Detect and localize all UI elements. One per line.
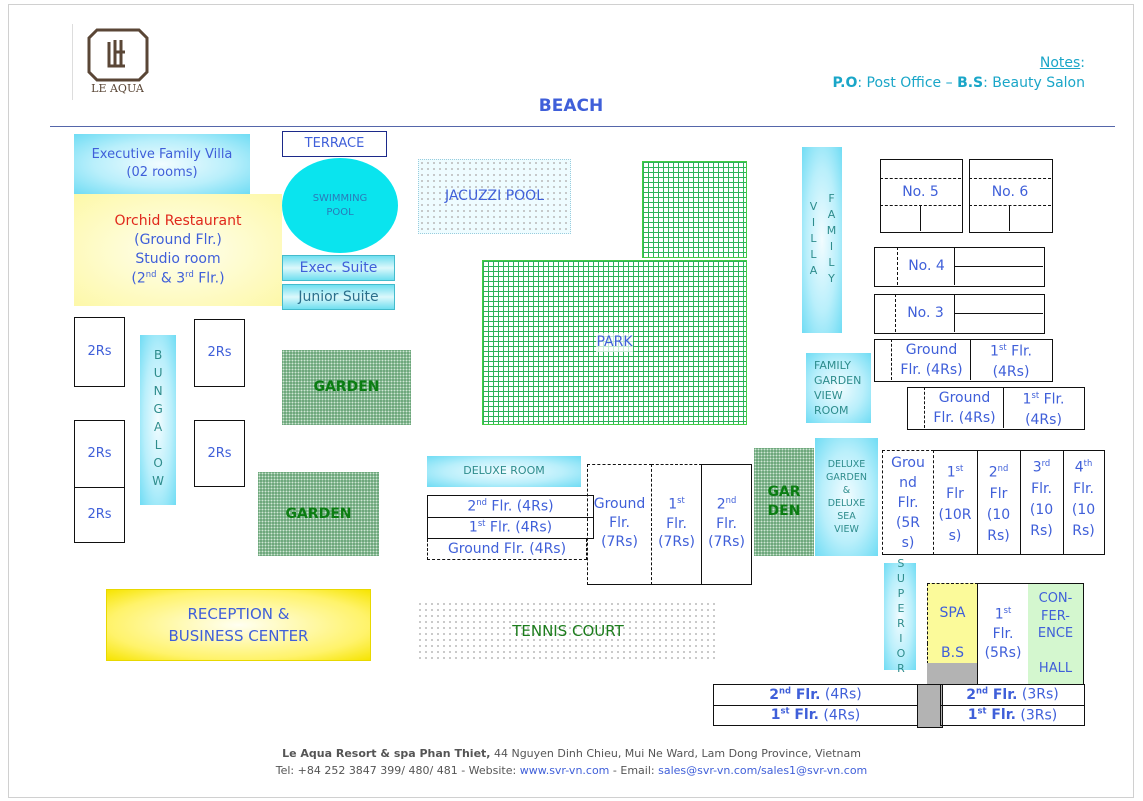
logo-text: LE AQUA [91, 81, 144, 95]
no4-label: No. 4 [897, 247, 955, 285]
bungalow-2rs[interactable]: 2Rs [194, 420, 245, 487]
bungalow-2rs[interactable]: 2Rs [74, 487, 125, 543]
restaurant-label: Orchid Restaurant [114, 212, 242, 229]
family-villa-label: FAMILY VILLA [807, 192, 838, 288]
swimming-pool[interactable]: SWIMMING POOL [282, 158, 398, 253]
exec-suite[interactable]: Exec. Suite [282, 255, 395, 281]
villa-no3[interactable]: No. 3 [874, 294, 1045, 334]
executive-family-villa[interactable]: Executive Family Villa (02 rooms) [74, 134, 250, 194]
footer-name: Le Aqua Resort & spa Phan Thiet, [282, 747, 491, 760]
deluxe-room[interactable]: DELUXE ROOM [427, 456, 581, 487]
villa-no5[interactable]: No. 5 [880, 159, 963, 233]
logo: LE AQUA [72, 24, 162, 100]
bungalow-2rs[interactable]: 2Rs [194, 319, 245, 387]
deluxe-1st-floor[interactable]: 1st Flr. (4Rs) [427, 517, 594, 539]
tennis-court[interactable]: TENNIS COURT [417, 601, 719, 661]
spa[interactable]: SPA [927, 583, 978, 644]
logo-emblem-icon [87, 28, 148, 82]
bottom-left-1st-floor[interactable]: 1st Flr. (4Rs) [713, 705, 918, 726]
exec-villa-rooms: (02 rooms) [126, 165, 198, 180]
deluxe-ground-floor[interactable]: Ground Flr. (4Rs) [427, 539, 587, 560]
gray-block [917, 684, 943, 728]
beach-label: BEACH [538, 95, 604, 116]
bungalow-2rs[interactable]: 2Rs [74, 420, 125, 488]
page-border [8, 4, 1134, 798]
bungalow-2rs[interactable]: 2Rs [74, 317, 125, 387]
no5-label: No. 5 [880, 178, 961, 206]
park[interactable]: PARK [482, 260, 747, 425]
first-floor-4rs: 1st Flr.(4Rs) [970, 339, 1051, 380]
studio-label: Studio room [135, 250, 221, 267]
po-text: : Post Office – [857, 75, 958, 91]
pool-label-1: SWIMMING [312, 192, 368, 204]
no6-label: No. 6 [969, 178, 1051, 206]
bs-abbr: B.S [957, 75, 984, 91]
footer-address: 44 Nguyen Dinh Chieu, Mui Ne Ward, Lam D… [490, 747, 861, 760]
bottom-right-1st-floor[interactable]: 1st Flr. (3Rs) [940, 705, 1085, 726]
jacuzzi-pool[interactable]: JACUZZI POOL [418, 159, 571, 234]
notes-colon: : [1080, 55, 1085, 71]
po-abbr: P.O [832, 75, 858, 91]
no3-label: No. 3 [895, 294, 955, 332]
pool-label-2: POOL [326, 206, 354, 218]
junior-suite[interactable]: Junior Suite [282, 284, 395, 310]
bungalow[interactable]: BUNGALOW [140, 335, 176, 505]
notes-label: Notes [1039, 55, 1081, 71]
beach-line [50, 126, 1115, 127]
superior-label: SUPERIOR [894, 556, 908, 677]
exec-villa-label: Executive Family Villa [91, 147, 233, 163]
garden[interactable]: GARDEN [282, 350, 411, 425]
beauty-salon[interactable]: B.S [927, 643, 978, 664]
website-link[interactable]: www.svr-vn.com [519, 764, 610, 777]
bottom-right-2nd-floor[interactable]: 2nd Flr. (3Rs) [940, 684, 1085, 706]
villa-no6[interactable]: No. 6 [969, 159, 1053, 233]
notes: Notes: P.O: Post Office – B.S: Beauty Sa… [832, 53, 1085, 93]
bottom-left-2nd-floor[interactable]: 2nd Flr. (4Rs) [713, 684, 918, 706]
superior[interactable]: SUPERIOR [884, 557, 916, 677]
footer-email-label: - Email: [609, 764, 659, 777]
first-floor-4rs: 1st Flr.(4Rs) [1003, 387, 1083, 428]
footer: Le Aqua Resort & spa Phan Thiet, 44 Nguy… [0, 745, 1143, 779]
orchid-restaurant[interactable]: Orchid Restaurant (Ground Flr.) Studio r… [74, 194, 282, 306]
restaurant-floor: (Ground Flr.) [134, 231, 222, 248]
bs-text: : Beauty Salon [983, 75, 1085, 91]
reception-business-center[interactable]: RECEPTION &BUSINESS CENTER [106, 589, 371, 661]
studio-floors: (2nd & 3rd Flr.) [131, 268, 225, 287]
villa-no4[interactable]: No. 4 [874, 247, 1045, 287]
email-link[interactable]: sales@svr-vn.com/sales1@svr-vn.com [658, 764, 868, 777]
deluxe-2nd-floor[interactable]: 2nd Flr. (4Rs) [427, 495, 594, 518]
park-label: PARK [596, 333, 633, 352]
conference-hall[interactable]: CON-FER-ENCE HALL [1028, 583, 1084, 685]
gray-block [927, 663, 977, 684]
bungalow-label: BUNGALOW [151, 348, 166, 492]
green-area [642, 161, 747, 258]
footer-tel: Tel: +84 252 3847 399/ 480/ 481 - Websit… [275, 764, 520, 777]
family-villa[interactable]: FAMILY VILLA [802, 147, 842, 333]
terrace[interactable]: TERRACE [282, 131, 387, 157]
garden[interactable]: GARDEN [258, 472, 379, 556]
